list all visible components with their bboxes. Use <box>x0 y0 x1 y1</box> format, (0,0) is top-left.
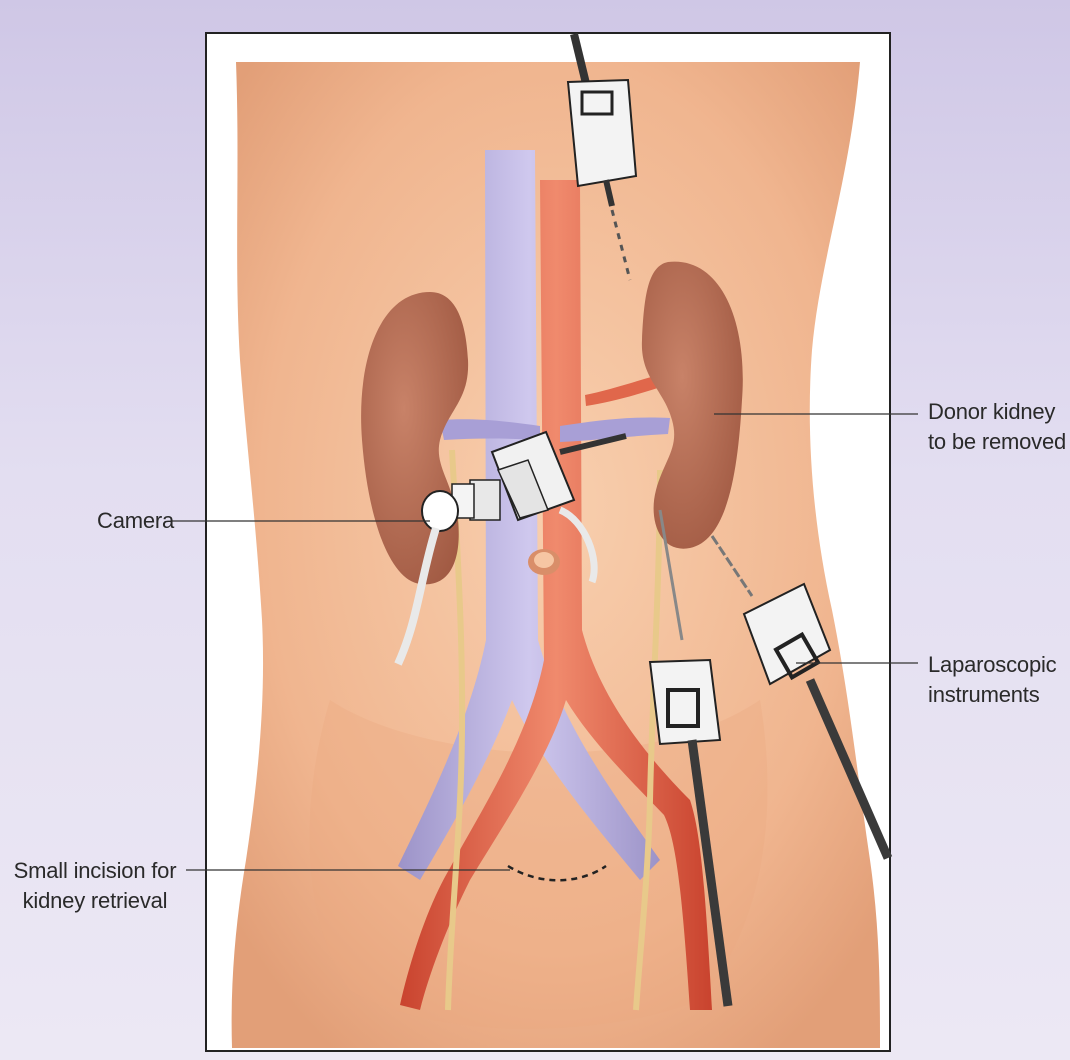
donor-kidney-label: Donor kidney to be removed <box>928 397 1066 457</box>
laparoscopic-label-line-2: instruments <box>928 680 1056 710</box>
laparoscopic-instruments-label: Laparoscopic instruments <box>928 650 1056 710</box>
incision-label-line-1: Small incision for <box>10 856 180 886</box>
incision-label-line-2: kidney retrieval <box>10 886 180 916</box>
donor-kidney-label-line-1: Donor kidney <box>928 397 1066 427</box>
incision-label: Small incision for kidney retrieval <box>10 856 180 916</box>
laparoscopic-label-line-1: Laparoscopic <box>928 650 1056 680</box>
camera-label: Camera <box>97 506 174 536</box>
donor-kidney-label-line-2: to be removed <box>928 427 1066 457</box>
camera-label-text: Camera <box>97 506 174 536</box>
